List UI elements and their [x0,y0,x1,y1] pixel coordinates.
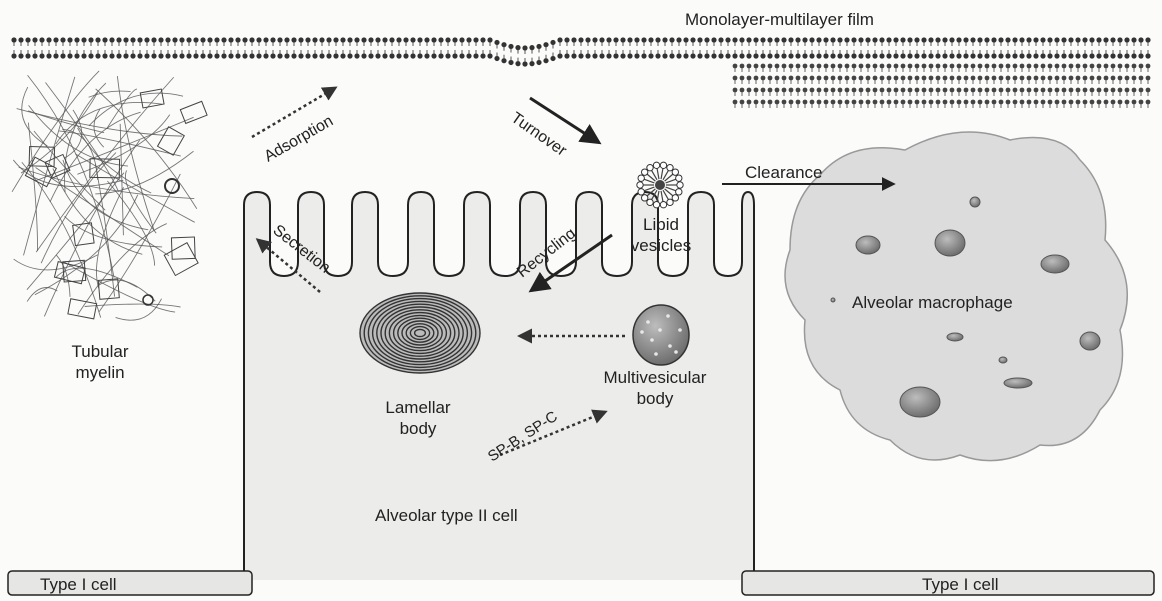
multivesicular-body-label-2: body [637,389,674,408]
adsorption-label: Adsorption [262,112,337,165]
multivesicular-body-label-1: Multivesicular [604,368,707,387]
multilayer-stack [733,64,1151,108]
lamellar-body [360,293,480,373]
lipid-vesicles-label-1: Lipid [643,215,679,234]
lipid-vesicle [637,162,683,208]
tubular-myelin-label-2: myelin [75,363,124,382]
alveolar-macrophage-label: Alveolar macrophage [852,293,1013,312]
clearance-label: Clearance [745,163,823,182]
monolayer-film [11,37,1150,66]
tubular-myelin-label-1: Tubular [71,342,128,361]
lamellar-body-label-1: Lamellar [385,398,451,417]
lamellar-body-label-2: body [400,419,437,438]
tubular-myelin [12,71,207,320]
lipid-vesicles-label-2: vesicles [631,236,691,255]
type-i-cell-right-label: Type I cell [922,575,999,594]
type-i-cell-left-label: Type I cell [40,575,117,594]
film-label: Monolayer-multilayer film [685,10,874,29]
multivesicular-body [633,305,689,365]
alveolar-type-ii-cell-label: Alveolar type II cell [375,506,518,525]
